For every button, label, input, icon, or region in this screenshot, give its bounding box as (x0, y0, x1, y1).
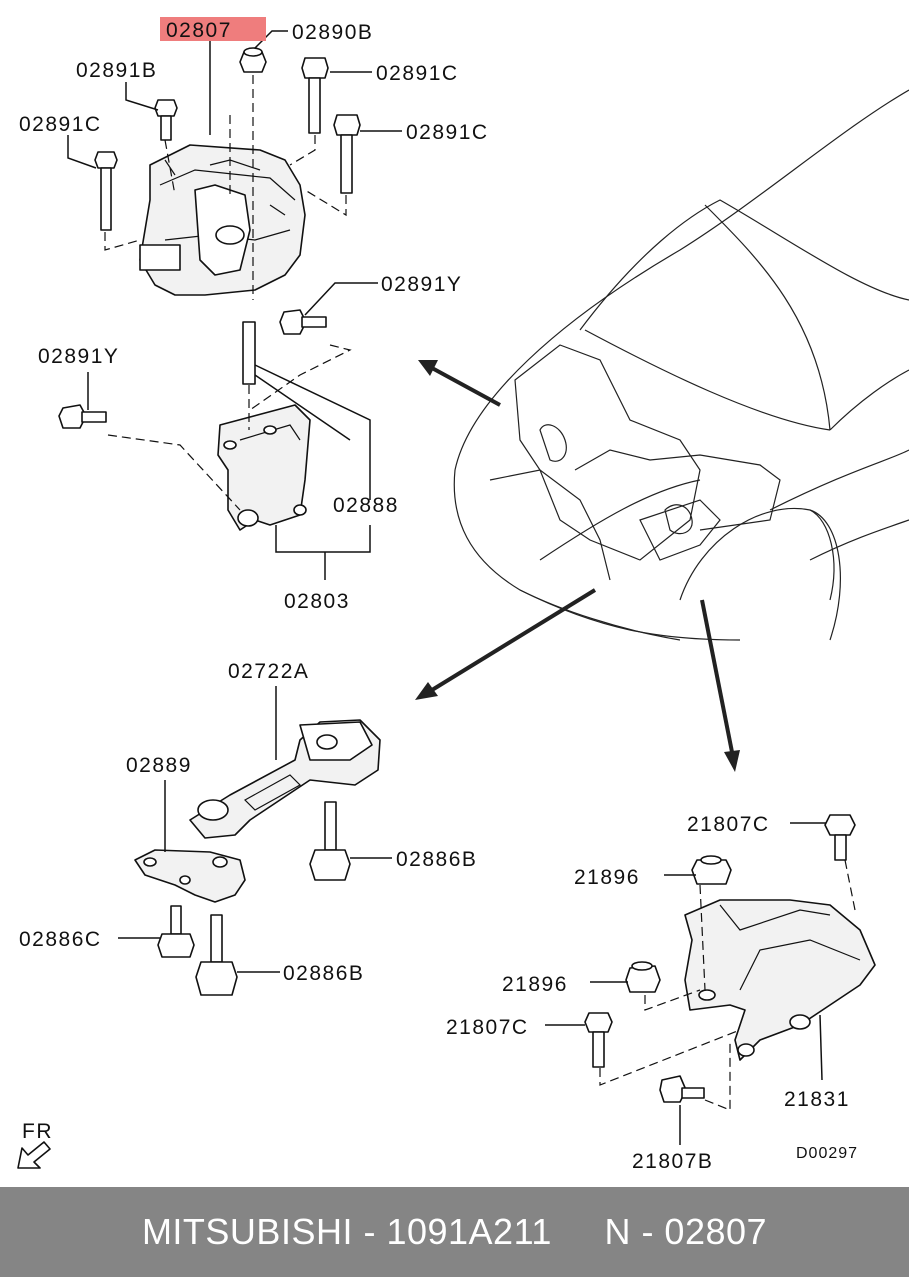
label-21896-lower[interactable]: 21896 (502, 973, 568, 996)
label-02891y-right[interactable]: 02891Y (381, 273, 462, 296)
label-02803[interactable]: 02803 (284, 590, 350, 613)
label-02891b[interactable]: 02891B (76, 59, 157, 82)
label-02886b-upper[interactable]: 02886B (396, 848, 477, 871)
bolt-02886b-lower (195, 914, 238, 996)
diagram-code: D00297 (796, 1145, 858, 1162)
bolt-02891y-right (279, 309, 327, 335)
bolt-21807c-top (824, 814, 856, 861)
bolt-21807b (659, 1075, 705, 1103)
label-21807c-top[interactable]: 21807C (687, 813, 770, 836)
label-02722a[interactable]: 02722A (228, 660, 309, 683)
label-21831[interactable]: 21831 (784, 1088, 850, 1111)
label-02889[interactable]: 02889 (126, 754, 192, 777)
footer-bar: MITSUBISHI - 1091A211 N - 02807 (0, 1187, 909, 1277)
bolt-02891b (154, 99, 178, 141)
front-arrow-icon (17, 1141, 51, 1169)
transmission-mount-21831 (684, 899, 876, 1061)
label-02886b-lower[interactable]: 02886B (283, 962, 364, 985)
bolt-02891c-left (94, 151, 118, 231)
nut-21896-upper (691, 855, 732, 885)
engine-mount-upper (139, 144, 306, 296)
label-21896-upper[interactable]: 21896 (574, 866, 640, 889)
footer-part-info: MITSUBISHI - 1091A211 N - 02807 (141, 1211, 768, 1252)
car-outline (453, 89, 909, 641)
label-02807[interactable]: 02807 (166, 19, 232, 42)
label-02891y-left[interactable]: 02891Y (38, 345, 119, 368)
bolt-02886c (157, 905, 195, 958)
label-02891c-right-upper[interactable]: 02891C (376, 62, 459, 85)
label-02886c[interactable]: 02886C (19, 928, 102, 951)
highlighted-part-box (160, 17, 266, 41)
mount-bracket-02803 (217, 404, 311, 531)
fr-label: FR (22, 1120, 53, 1143)
label-21807b[interactable]: 21807B (632, 1150, 713, 1173)
bolt-21807c-left (584, 1012, 613, 1068)
bolt-02891c-right-lower (333, 114, 361, 194)
label-02891c-left[interactable]: 02891C (19, 113, 102, 136)
bolt-02891c-right-upper (301, 57, 329, 134)
bolt-02891y-left (58, 404, 107, 429)
rod-bracket-02889 (134, 849, 246, 903)
pointer-arrows (415, 360, 740, 772)
torque-rod-02722a (189, 719, 381, 839)
nut-02890b (239, 47, 267, 73)
parts-diagram: 02807 02890B 02891B 02891C 02891C 02891C… (17, 17, 909, 1173)
label-02890b[interactable]: 02890B (292, 21, 373, 44)
label-02891c-right-lower[interactable]: 02891C (406, 121, 489, 144)
stud-02888 (242, 321, 256, 385)
nut-21896-lower (625, 961, 661, 993)
bolt-02886b-upper (309, 801, 351, 881)
label-21807c-left[interactable]: 21807C (446, 1016, 529, 1039)
label-02888[interactable]: 02888 (333, 494, 399, 517)
leader-lines (67, 30, 826, 1145)
